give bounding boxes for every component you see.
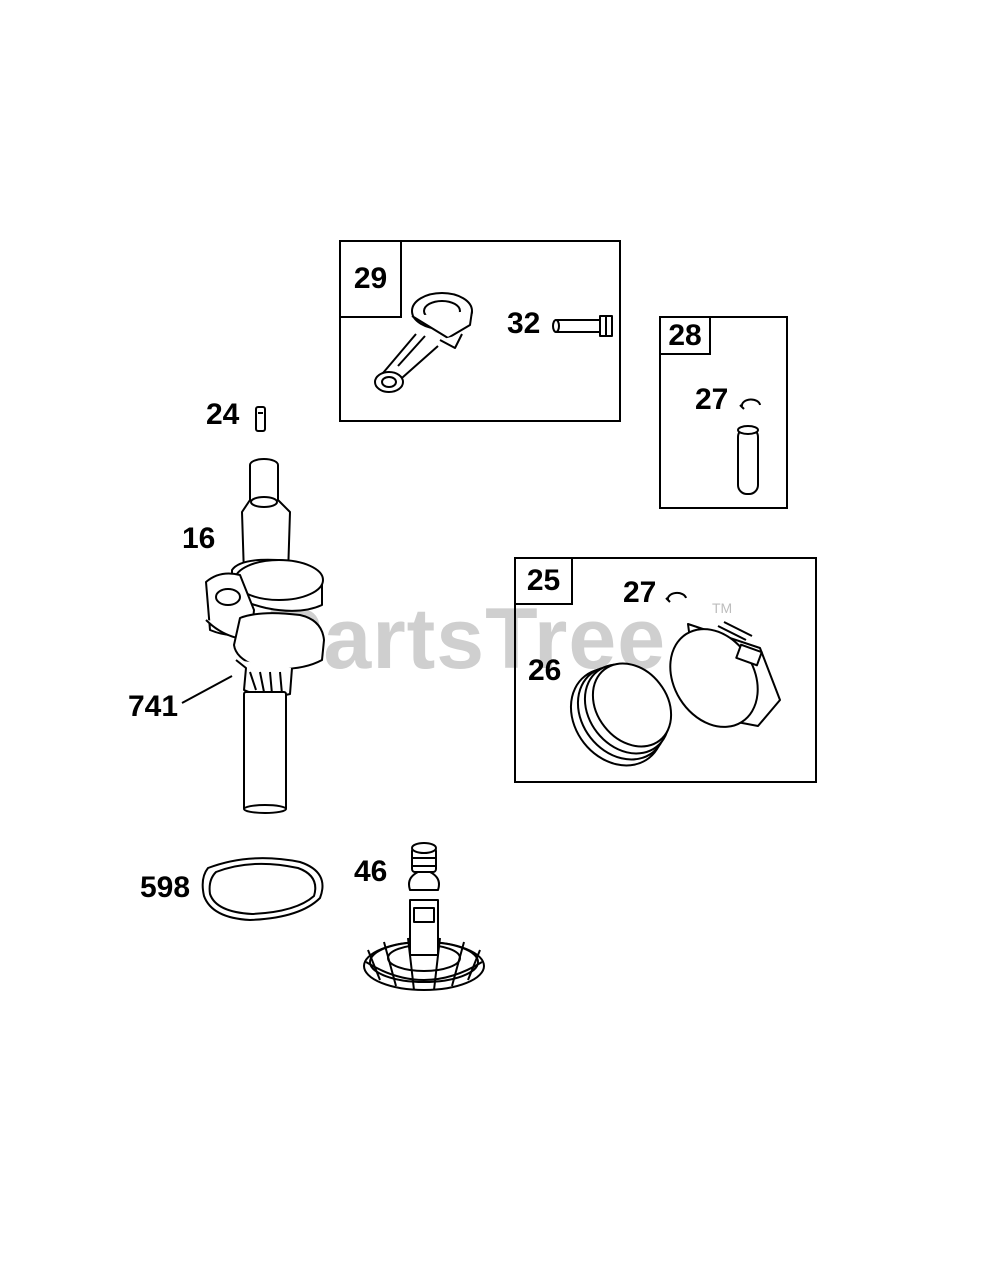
callout-rings: 26 bbox=[528, 654, 562, 687]
crankshaft-part bbox=[205, 458, 325, 814]
thrust-washer-part bbox=[201, 857, 324, 921]
callout-washer: 598 bbox=[140, 871, 191, 904]
piston-assembly-box-label: 25 bbox=[516, 559, 573, 605]
piston-pin-part bbox=[737, 425, 759, 495]
pin-assembly-box: 28 bbox=[659, 316, 788, 509]
rod-assembly-box: 29 bbox=[339, 240, 621, 422]
connecting-rod-part bbox=[374, 292, 473, 393]
rod-assembly-box-label: 29 bbox=[341, 242, 402, 318]
pin-clip-part bbox=[739, 398, 761, 410]
callout-pin-clip-b: 27 bbox=[623, 576, 657, 609]
callout-rod-bolt: 32 bbox=[507, 307, 541, 340]
rod-bolt-part bbox=[552, 315, 613, 337]
callout-crankshaft: 16 bbox=[182, 522, 216, 555]
piston-part bbox=[669, 621, 781, 728]
camshaft-part bbox=[363, 842, 485, 991]
callout-gear: 741 bbox=[128, 690, 179, 723]
callout-camshaft: 46 bbox=[354, 855, 388, 888]
piston-rings-part bbox=[569, 662, 673, 767]
piston-assembly-box: 25 bbox=[514, 557, 817, 783]
watermark-trademark: TM bbox=[712, 600, 733, 616]
piston-clip-part bbox=[665, 591, 687, 603]
pin-assembly-box-label: 28 bbox=[661, 318, 711, 355]
callout-pin-clip-a: 27 bbox=[695, 383, 729, 416]
callout-key: 24 bbox=[206, 398, 240, 431]
key-part bbox=[255, 406, 266, 432]
gear-leader-line bbox=[181, 675, 233, 704]
